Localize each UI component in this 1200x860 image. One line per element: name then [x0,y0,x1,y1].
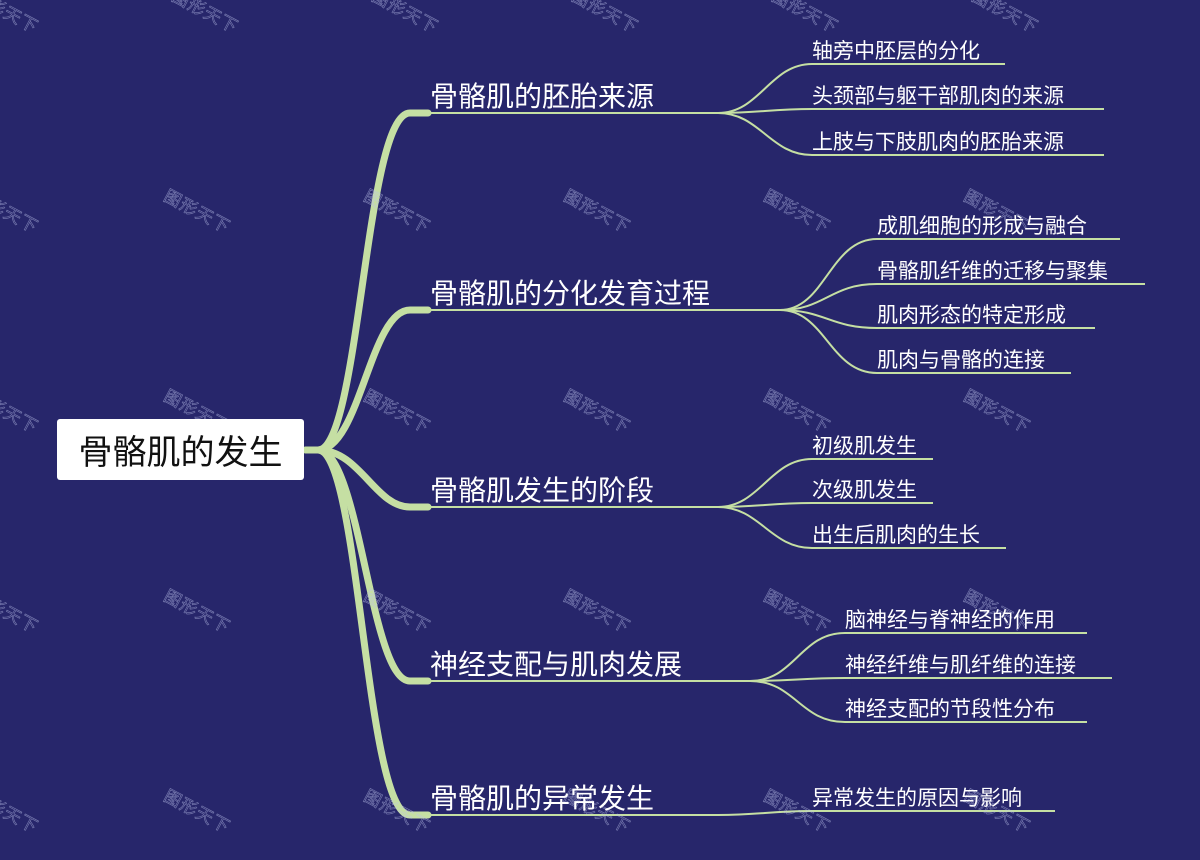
leaf-node[interactable]: 脑神经与脊神经的作用 [845,608,1055,632]
leaf-node[interactable]: 次级肌发生 [812,478,917,502]
connector-root-branch-1 [302,109,432,454]
root-node[interactable]: 骨骼肌的发生 [57,419,304,480]
leaf-node[interactable]: 肌肉形态的特定形成 [877,303,1066,327]
leaf-node[interactable]: 骨骼肌纤维的迁移与聚集 [877,259,1108,283]
leaf-node[interactable]: 上肢与下肢肌肉的胚胎来源 [812,130,1064,154]
leaf-node[interactable]: 神经支配的节段性分布 [845,697,1055,721]
root-node-label: 骨骼肌的发生 [78,433,283,473]
leaf-node[interactable]: 出生后肌肉的生长 [812,523,980,547]
leaf-node[interactable]: 初级肌发生 [812,434,917,458]
branch-node-abnormal[interactable]: 骨骼肌的异常发生 [430,782,655,815]
branch-node-innervation[interactable]: 神经支配与肌肉发展 [430,648,683,681]
branch-node-stages[interactable]: 骨骼肌发生的阶段 [430,474,655,507]
connector-root-branch-3 [302,446,432,511]
connector-root-branch-2 [302,306,432,454]
leaf-node[interactable]: 肌肉与骨骼的连接 [877,348,1045,372]
leaf-node[interactable]: 轴旁中胚层的分化 [812,39,980,63]
branch-node-differentiation[interactable]: 骨骼肌的分化发育过程 [430,277,711,310]
branch-node-embryonic-origin[interactable]: 骨骼肌的胚胎来源 [430,80,655,113]
leaf-node[interactable]: 神经纤维与肌纤维的连接 [845,653,1076,677]
leaf-node[interactable]: 异常发生的原因与影响 [812,786,1022,810]
connector-root-branch-5 [302,446,432,819]
leaf-node[interactable]: 成肌细胞的形成与融合 [877,214,1087,238]
leaf-node[interactable]: 头颈部与躯干部肌肉的来源 [812,84,1064,108]
